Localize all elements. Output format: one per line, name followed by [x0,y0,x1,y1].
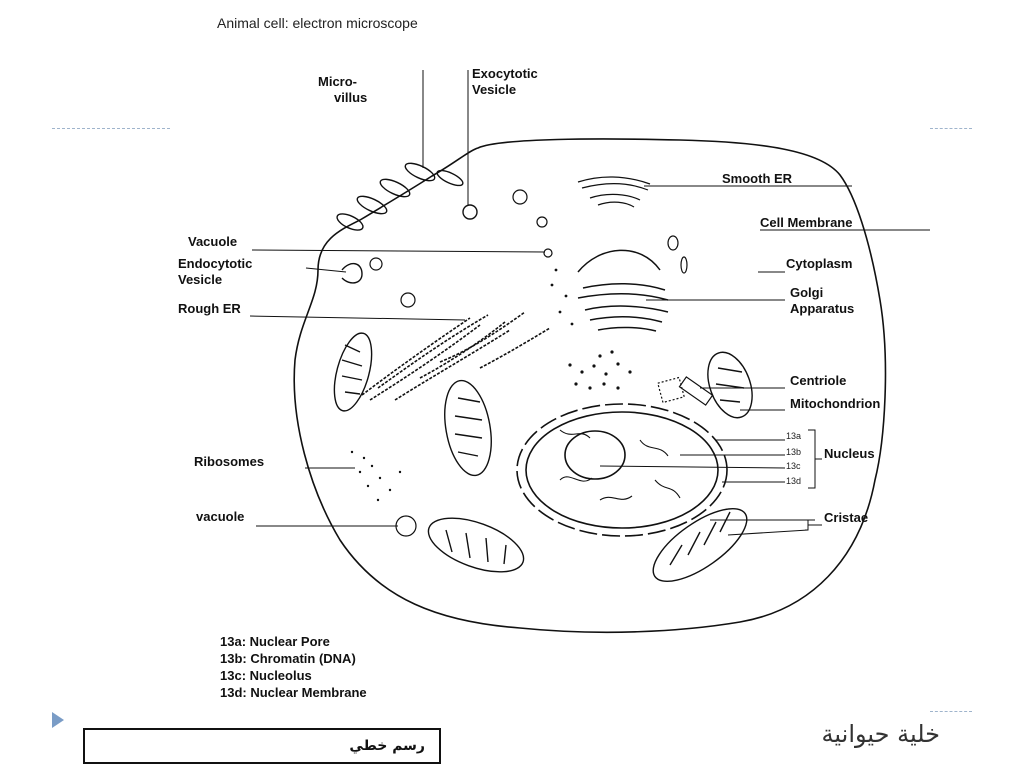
label-microvillus: Micro-villus [318,74,367,105]
sublabel-13a: 13a [786,431,801,441]
golgi-apparatus-shape [578,250,668,331]
diagram-title: Animal cell: electron microscope [217,15,418,31]
exocytotic-vesicle-shape [463,205,477,219]
mitochondrion-bottom-right [642,495,757,594]
legend-item-13d: 13d: Nuclear Membrane [220,684,367,701]
label-microvillus-text: Micro- [318,74,357,89]
label-exocytotic-vesicle-text: Exocytotic [472,66,538,81]
legend-item-13c: 13c: Nucleolus [220,667,367,684]
label-vacuole-bottom: vacuole [196,509,244,524]
mitochondrion-right-top [700,346,761,424]
label-cell-membrane: Cell Membrane [760,215,852,230]
slide-caption: خلية حيوانية [822,720,940,748]
nucleus-shape [517,404,727,536]
centriole-shape [658,377,713,405]
rough-er-shape [362,312,550,400]
sketch-label-text: رسم خطي [349,738,425,754]
sublabel-13c: 13c [786,461,801,471]
label-line: Vesicle [472,82,516,97]
label-rough-er: Rough ER [178,301,241,316]
label-cytoplasm: Cytoplasm [786,256,852,271]
label-cristae: Cristae [824,510,868,525]
label-endocytotic-vesicle-text: Endocytotic [178,256,252,271]
sketch-label-box: رسم خطي [83,728,441,764]
label-ribosomes: Ribosomes [194,454,264,469]
mitochondrion-bottom-left [421,507,530,583]
label-nucleus: Nucleus [824,446,875,461]
triangle-bullet-icon [52,712,64,728]
sublabel-13b: 13b [786,447,801,457]
smooth-er-shape [578,177,650,207]
label-line: Apparatus [790,301,854,316]
label-line: Vesicle [178,272,222,287]
label-mitochondrion: Mitochondrion [790,396,880,411]
endocytotic-vesicle-shape [342,264,362,283]
mitochondrion-center-left [438,377,498,479]
mitochondrion-left [327,329,379,415]
label-centriole: Centriole [790,373,846,388]
sublabel-13d: 13d [786,476,801,486]
nucleus-legend: 13a: Nuclear Pore 13b: Chromatin (DNA) 1… [220,633,367,701]
label-vacuole-top: Vacuole [188,234,237,249]
label-line: villus [334,90,367,105]
label-golgi-apparatus-text: Golgi [790,285,823,300]
label-smooth-er: Smooth ER [722,171,793,186]
legend-item-13a: 13a: Nuclear Pore [220,633,367,650]
legend-item-13b: 13b: Chromatin (DNA) [220,650,367,667]
